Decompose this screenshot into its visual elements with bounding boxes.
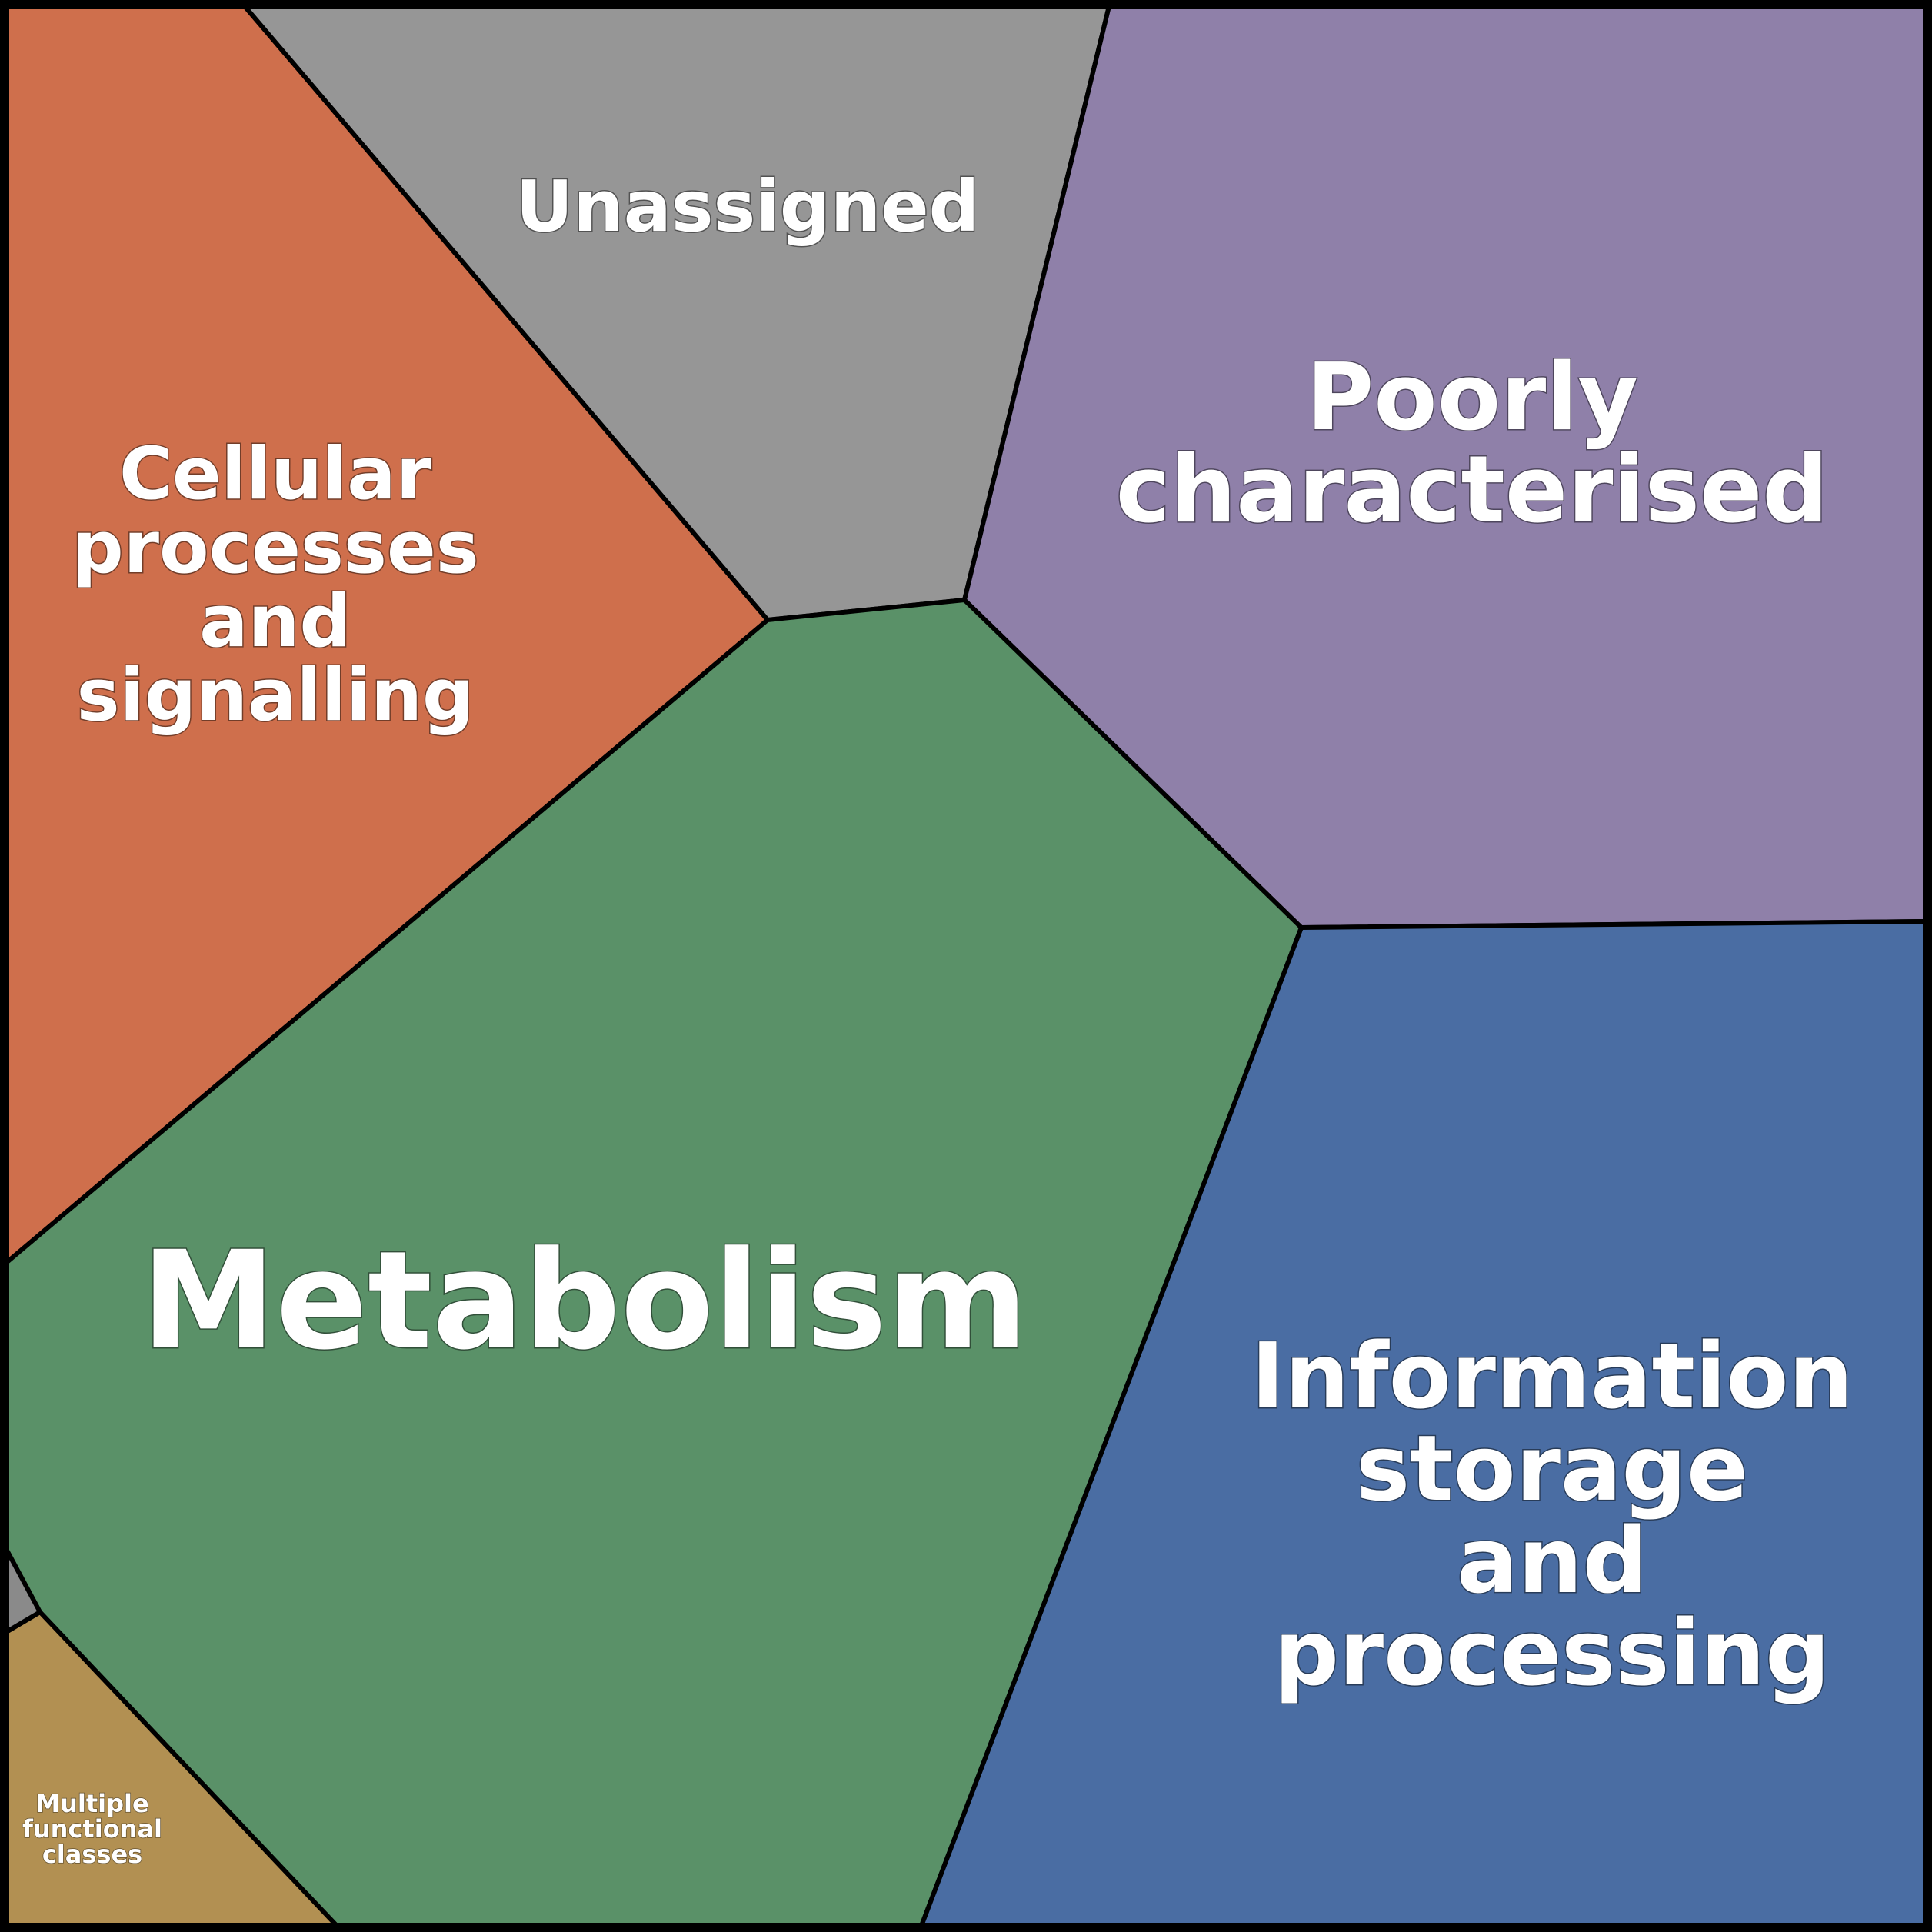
label-info-line-4: processing: [1274, 1600, 1830, 1706]
label-multiple-line-3: classes: [42, 1840, 142, 1869]
label-cellular-line-3: and: [199, 580, 351, 664]
label-cellular-line-1: Cellular: [119, 432, 432, 516]
label-multiple-line-1: Multiple: [35, 1789, 148, 1818]
label-poorly-line-1: Poorly: [1306, 345, 1637, 451]
label-metabolism: Metabolism: [141, 1222, 1028, 1380]
label-cellular-line-2: processes: [72, 506, 478, 590]
label-unassigned-line-1: Unassigned: [516, 165, 980, 248]
label-multiple-line-2: functional: [22, 1814, 162, 1844]
label-poorly-line-2: characterised: [1116, 437, 1829, 544]
label-metabolism-line-1: Metabolism: [141, 1222, 1028, 1380]
label-info-line-1: Information: [1251, 1323, 1853, 1429]
label-info-line-2: storage: [1356, 1415, 1748, 1521]
label-unassigned: Unassigned: [516, 165, 980, 248]
label-info-line-3: and: [1457, 1507, 1647, 1614]
label-cellular-line-4: signalling: [77, 654, 475, 738]
